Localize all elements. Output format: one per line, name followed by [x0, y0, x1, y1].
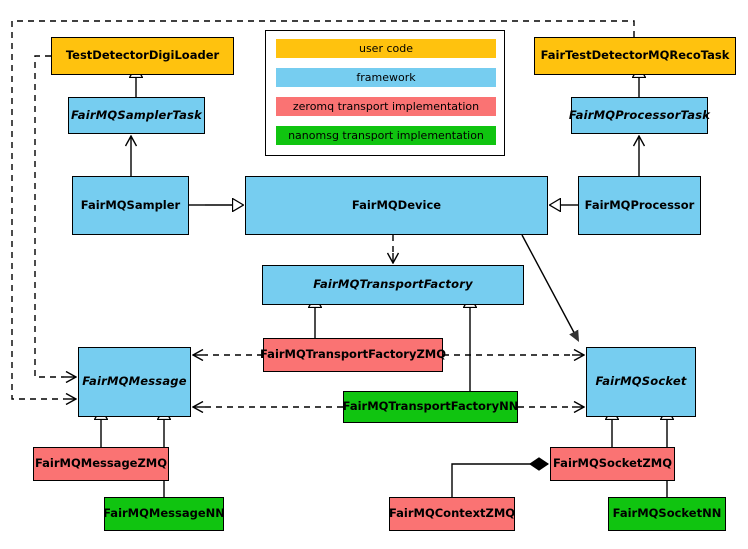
node-fair-mq-processor[interactable]: FairMQProcessor	[578, 176, 701, 235]
node-fair-mq-sampler-task[interactable]: FairMQSamplerTask	[68, 97, 205, 134]
node-fair-mq-processor-task[interactable]: FairMQProcessorTask	[569, 97, 710, 134]
edge-sockzmq-contextzmq	[451, 464, 548, 497]
node-fair-mq-message-zmq[interactable]: FairMQMessageZMQ	[33, 447, 169, 481]
node-test-detector-digi-loader[interactable]: TestDetectorDigiLoader	[51, 37, 234, 75]
legend-item-nanomsg: nanomsg transport implementation	[276, 126, 496, 145]
node-fair-mq-socket-zmq[interactable]: FairMQSocketZMQ	[550, 447, 675, 481]
node-fair-mq-message-nn[interactable]: FairMQMessageNN	[103, 497, 225, 531]
node-fair-mq-socket[interactable]: FairMQSocket	[586, 347, 696, 417]
node-fair-mq-socket-nn[interactable]: FairMQSocketNN	[608, 497, 726, 531]
legend-item-zeromq: zeromq transport implementation	[276, 97, 496, 116]
edge-digiloader-msg	[34, 55, 64, 378]
edge-device-socket	[521, 234, 578, 340]
legend-item-framework: framework	[276, 68, 496, 87]
node-fair-mq-transport-factory[interactable]: FairMQTransportFactory	[262, 265, 524, 305]
legend-item-user-code: user code	[276, 39, 496, 58]
node-fair-test-detector-mq-reco-task[interactable]: FairTestDetectorMQRecoTask	[534, 37, 736, 75]
node-fair-mq-message[interactable]: FairMQMessage	[78, 347, 191, 417]
node-fair-mq-transport-factory-nn[interactable]: FairMQTransportFactoryNN	[343, 391, 518, 423]
node-fair-mq-context-zmq[interactable]: FairMQContextZMQ	[389, 497, 515, 531]
node-fair-mq-device[interactable]: FairMQDevice	[245, 176, 548, 235]
legend-panel: user code framework zeromq transport imp…	[265, 30, 505, 156]
node-fair-mq-transport-factory-zmq[interactable]: FairMQTransportFactoryZMQ	[260, 338, 446, 372]
node-fair-mq-sampler[interactable]: FairMQSampler	[72, 176, 189, 235]
